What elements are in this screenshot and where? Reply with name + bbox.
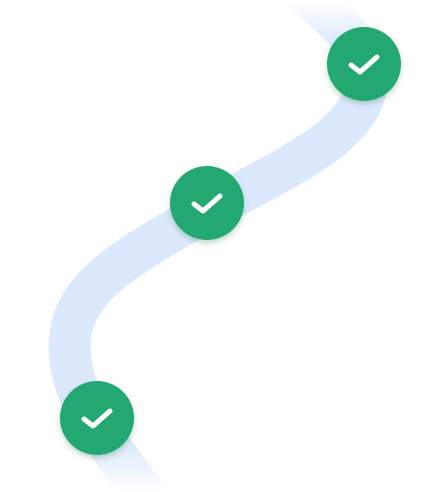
road-fade-bottom [0, 445, 260, 492]
milestone-badge-2 [170, 166, 244, 240]
road-fade-top [240, 0, 433, 45]
milestone-badge-circle [170, 166, 244, 240]
milestone-badge-3 [60, 381, 134, 455]
check-icon [81, 408, 113, 429]
milestone-badge-1 [327, 27, 401, 101]
milestone-badge-circle [327, 27, 401, 101]
milestone-badge-circle [60, 381, 134, 455]
check-icon [191, 193, 223, 214]
check-icon [348, 54, 380, 75]
